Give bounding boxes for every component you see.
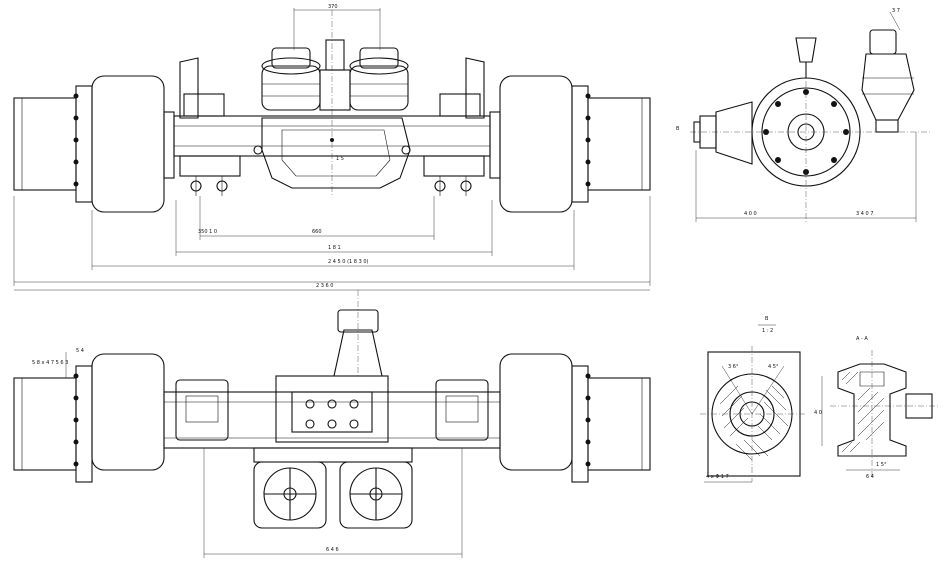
centre-bolts xyxy=(305,399,359,429)
side-dim-left: 4 0 0 xyxy=(744,211,757,217)
dim-mid-label: 660 xyxy=(312,229,322,235)
section-a-dim-height: 4 0 xyxy=(814,410,822,416)
dim-overall-label: 2 4 5 0 (1 8 3 0) xyxy=(328,259,369,265)
bottom-chamber-right xyxy=(339,461,413,529)
right-wheel-bolts xyxy=(585,93,591,187)
side-label-b: B xyxy=(676,126,680,132)
left-wheel-bolts xyxy=(73,93,79,187)
top-view: 370 660 1 8 1 2 4 5 0 (1 8 3 0) 350 1 0 … xyxy=(13,4,651,286)
bottom-view: 2 3 6 0 6 4 6 5 8 x 4 7 5 6 3 5 4 xyxy=(13,283,651,558)
side-dim-right: 3 4 0 7 xyxy=(856,211,874,217)
section-b-angle-left: 3 6° xyxy=(728,364,739,370)
dim-left-label: 350 1 0 xyxy=(198,229,217,235)
bottom-right-bolts xyxy=(585,373,591,467)
section-b-angle-right: 4 5° xyxy=(768,364,779,370)
section-a-dim-angle: 1 5° xyxy=(876,462,887,468)
section-b-dim-bottom: 4 x Φ 1 7 xyxy=(706,474,729,480)
section-a-hatch xyxy=(841,371,885,453)
spring-seat-bolts xyxy=(190,180,472,192)
section-a-title: A - A xyxy=(856,336,868,342)
bottom-dim-flange: 6 4 6 xyxy=(326,547,339,553)
bottom-label-left: 5 8 x 4 7 5 6 3 xyxy=(32,360,68,366)
section-b-scale: 1 : 2 xyxy=(762,328,773,334)
section-a-a: A - A 6 4 4 0 1 5° xyxy=(814,336,940,480)
dim-center-label: 1 5 xyxy=(336,156,344,162)
bottom-dim-overall: 2 3 6 0 xyxy=(316,283,334,289)
section-b-hatch xyxy=(717,379,789,461)
side-view: B 4 0 0 3 4 0 7 3 7 xyxy=(676,8,930,222)
section-a-dim-width: 6 4 xyxy=(866,474,874,480)
top-view-dimensions: 370 660 1 8 1 2 4 5 0 (1 8 3 0) 350 1 0 … xyxy=(13,4,651,286)
bottom-chamber-left xyxy=(253,461,327,529)
air-chamber-left xyxy=(261,47,321,111)
section-b: B 1 : 2 3 6° 4 5° 4 x Φ 1 7 xyxy=(700,316,806,483)
section-b-title: B xyxy=(765,316,769,322)
dim-top-label: 370 xyxy=(328,4,338,10)
dim-track-label: 1 8 1 xyxy=(328,245,341,251)
side-dim-top: 3 7 xyxy=(892,8,900,14)
bottom-left-bolts xyxy=(73,373,79,467)
air-chamber-right xyxy=(349,47,409,111)
bottom-dim-left: 5 4 xyxy=(76,348,84,354)
